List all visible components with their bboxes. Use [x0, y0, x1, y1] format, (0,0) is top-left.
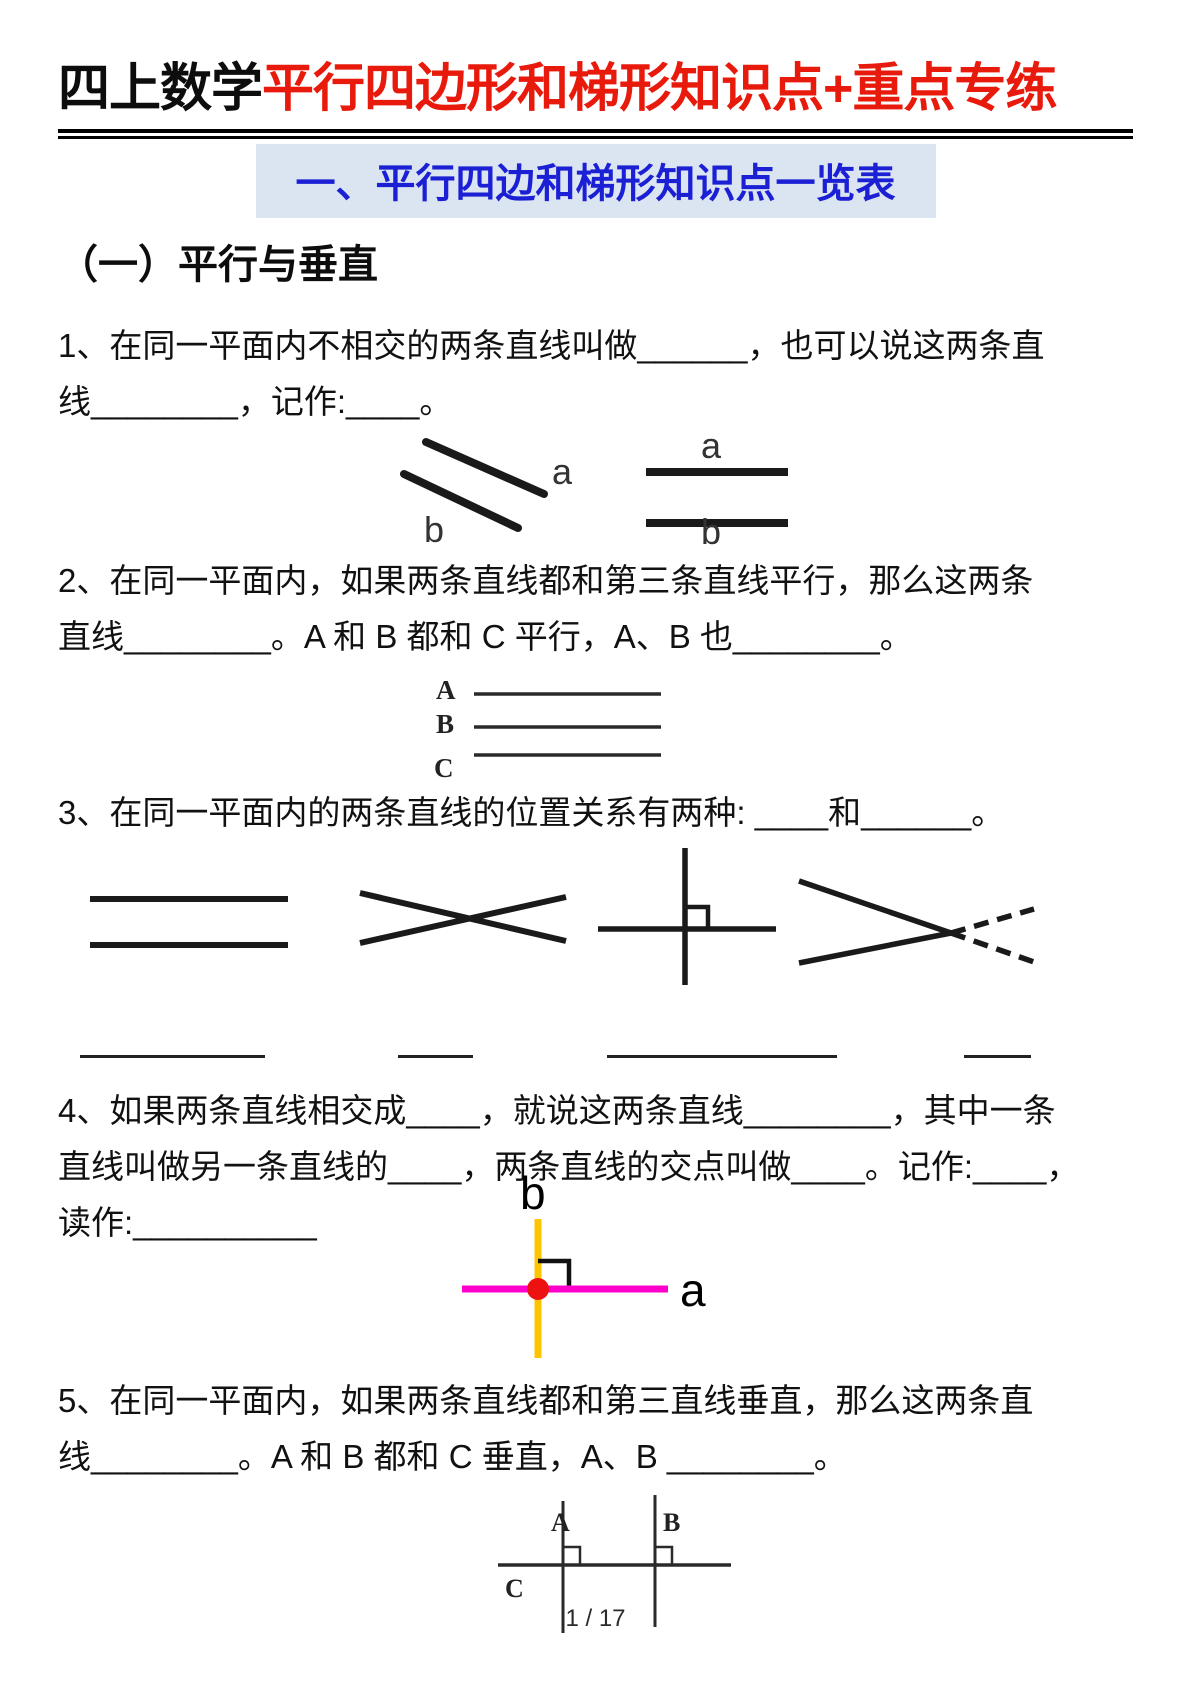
parallel-pairs-diagram: a b a b: [399, 430, 788, 545]
right-angle-mark: [685, 904, 711, 929]
horizontal-line-a-label: a: [701, 430, 722, 466]
right-angle-mark: [538, 1258, 572, 1289]
question-5-line-1: 5、在同一平面内，如果两条直线都和第三直线垂直，那么这两条直: [58, 1382, 1034, 1419]
horizontal-line-a-label: a: [680, 1264, 706, 1316]
line-c-label: C: [434, 753, 454, 779]
perpendicular-colored-diagram: b a: [462, 1167, 706, 1358]
question-2-line-2: 直线________。A 和 B 都和 C 平行，A、B 也________。: [58, 618, 913, 655]
position-diagrams-row: [58, 845, 1133, 1073]
question-4-line-2: 直线叫做另一条直线的____，两条直线的交点叫做____。记作:____，: [58, 1148, 1080, 1185]
question-4-line-3: 读作:__________: [58, 1204, 317, 1241]
cross-line-2: [359, 894, 567, 946]
abc-parallel-diagram: A B C: [434, 675, 661, 779]
page-title-black: 四上数学: [58, 60, 263, 118]
intersection-point: [527, 1278, 549, 1300]
worksheet-page: 四上数学平行四边形和梯形知识点+重点专练 一、平行四边和梯形知识点一览表 （一）…: [58, 46, 1133, 1633]
question-1-line-2: 线________，记作:____。: [58, 383, 453, 420]
horizontal-line-c-label: C: [505, 1574, 524, 1603]
slanted-line-b-label: b: [424, 509, 444, 545]
section-heading: （一）平行与垂直: [58, 243, 378, 287]
line-b-label: B: [436, 709, 454, 739]
question-5-line-2: 线________。A 和 B 都和 C 垂直，A、B ________。: [58, 1438, 847, 1475]
vertical-line-b-label: B: [663, 1508, 680, 1537]
question-1-line-1: 1、在同一平面内不相交的两条直线叫做______，也可以说这两条直: [58, 327, 1045, 364]
dashed-extension-up: [950, 906, 1035, 936]
extended-intersecting-lines-diagram: [798, 878, 1035, 966]
abc-perpendicular-diagram: A B C: [498, 1495, 731, 1633]
question-5: 5、在同一平面内，如果两条直线都和第三直线垂直，那么这两条直 线________…: [58, 1373, 1133, 1485]
dashed-extension-down: [950, 930, 1035, 965]
question-2: 2、在同一平面内，如果两条直线都和第三条直线平行，那么这两条 直线_______…: [58, 553, 1133, 665]
vertical-line-a-label: A: [551, 1508, 570, 1537]
answer-blank: [398, 1055, 473, 1058]
answer-blank: [607, 1055, 837, 1058]
title-divider: [58, 129, 1133, 139]
solid-ray-lower: [798, 930, 952, 966]
line-a-label: A: [436, 675, 456, 705]
question-1: 1、在同一平面内不相交的两条直线叫做______，也可以说这两条直 线_____…: [58, 318, 1133, 430]
slanted-line-a: [421, 438, 548, 498]
question-3: 3、在同一平面内的两条直线的位置关系有两种: ____和______。: [58, 785, 1133, 841]
vertical-line-b-label: b: [520, 1167, 546, 1219]
right-angle-mark: [655, 1545, 674, 1565]
page-title: 四上数学平行四边形和梯形知识点+重点专练: [58, 46, 1133, 121]
right-angle-mark: [563, 1545, 582, 1565]
answer-blank: [964, 1055, 1031, 1058]
slanted-line-a-label: a: [552, 451, 573, 492]
parallel-lines-diagram: [90, 896, 288, 948]
solid-ray-upper: [798, 878, 952, 936]
question-2-line-1: 2、在同一平面内，如果两条直线都和第三条直线平行，那么这两条: [58, 562, 1034, 599]
horizontal-line-b-label: b: [701, 511, 721, 545]
slanted-line-b: [399, 470, 522, 532]
section-banner: 一、平行四边和梯形知识点一览表: [255, 144, 936, 218]
perpendicular-lines-diagram: [598, 848, 776, 985]
intersecting-lines-diagram: [359, 890, 567, 946]
page-number: 1 / 17: [565, 1605, 626, 1632]
question-3-line-1: 3、在同一平面内的两条直线的位置关系有两种: ____和______。: [58, 794, 1005, 831]
question-4: 4、如果两条直线相交成____，就说这两条直线________，其中一条 直线叫…: [58, 1083, 1133, 1251]
answer-blank: [80, 1055, 265, 1058]
page-title-red: 平行四边形和梯形知识点+重点专练: [262, 60, 1057, 118]
question-4-line-1: 4、如果两条直线相交成____，就说这两条直线________，其中一条: [58, 1092, 1056, 1129]
